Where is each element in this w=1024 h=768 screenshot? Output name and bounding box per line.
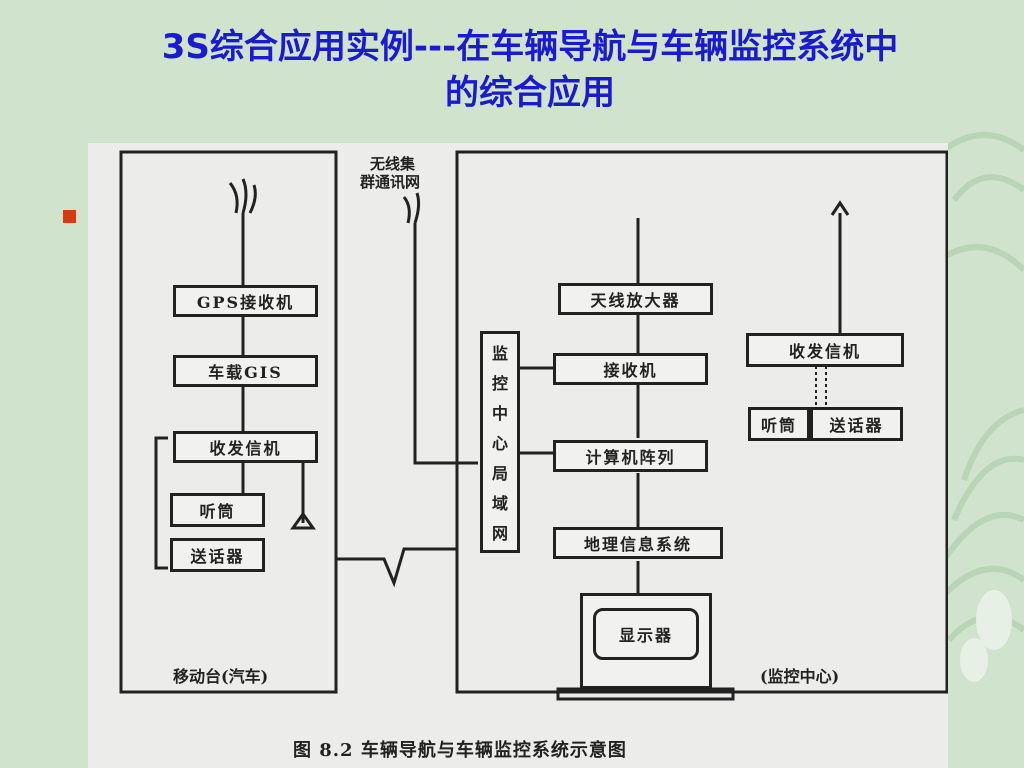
decorative-leaf-pattern: [936, 132, 1024, 682]
bullet-marker: [63, 210, 76, 223]
lan-char: 监: [491, 344, 508, 363]
mobile-transceiver-box: 收发信机: [173, 431, 318, 463]
center-lan-box: 监 控 中 心 局 域 网: [480, 331, 520, 553]
display-box: 显示器: [593, 608, 699, 660]
mobile-microphone-box: 送话器: [170, 538, 265, 572]
diagram-scan: 无线集 群通讯网 GPS接收机 车载GIS 收发信机 听筒 送话器 移动台(汽车…: [88, 143, 948, 768]
center-earpiece-box: 听筒: [748, 407, 810, 441]
diagram-connectors: [119, 150, 948, 701]
wireless-network-label-1: 无线集: [370, 155, 416, 173]
gps-receiver-box: GPS接收机: [173, 285, 318, 317]
computer-array-box: 计算机阵列: [553, 440, 708, 472]
gis-system-box: 地理信息系统: [553, 527, 723, 559]
monitor-frame: 显示器: [580, 593, 712, 689]
figure-caption: 图 8.2 车辆导航与车辆监控系统示意图: [293, 740, 627, 761]
title-line-1: 3S综合应用实例---在车辆导航与车辆监控系统中: [161, 27, 899, 67]
lan-char: 心: [491, 434, 508, 453]
vehicle-gis-box: 车载GIS: [173, 355, 318, 387]
center-transceiver-box: 收发信机: [746, 333, 904, 367]
center-microphone-box: 送话器: [810, 407, 903, 441]
lan-char: 网: [491, 524, 508, 543]
lan-char: 控: [491, 374, 508, 393]
lan-char: 中: [491, 404, 508, 423]
monitoring-center-caption: (监控中心): [760, 667, 840, 686]
mobile-station-caption: 移动台(汽车): [173, 667, 269, 686]
page-title: 3S综合应用实例---在车辆导航与车辆监控系统中 的综合应用: [80, 24, 980, 116]
center-receiver-box: 接收机: [553, 353, 708, 385]
lan-char: 局: [491, 464, 508, 483]
lan-char: 域: [491, 494, 508, 513]
antenna-amplifier-box: 天线放大器: [558, 283, 713, 315]
wireless-network-label-2: 群通讯网: [360, 173, 421, 191]
title-line-2: 的综合应用: [445, 73, 615, 113]
mobile-earpiece-box: 听筒: [170, 493, 265, 527]
